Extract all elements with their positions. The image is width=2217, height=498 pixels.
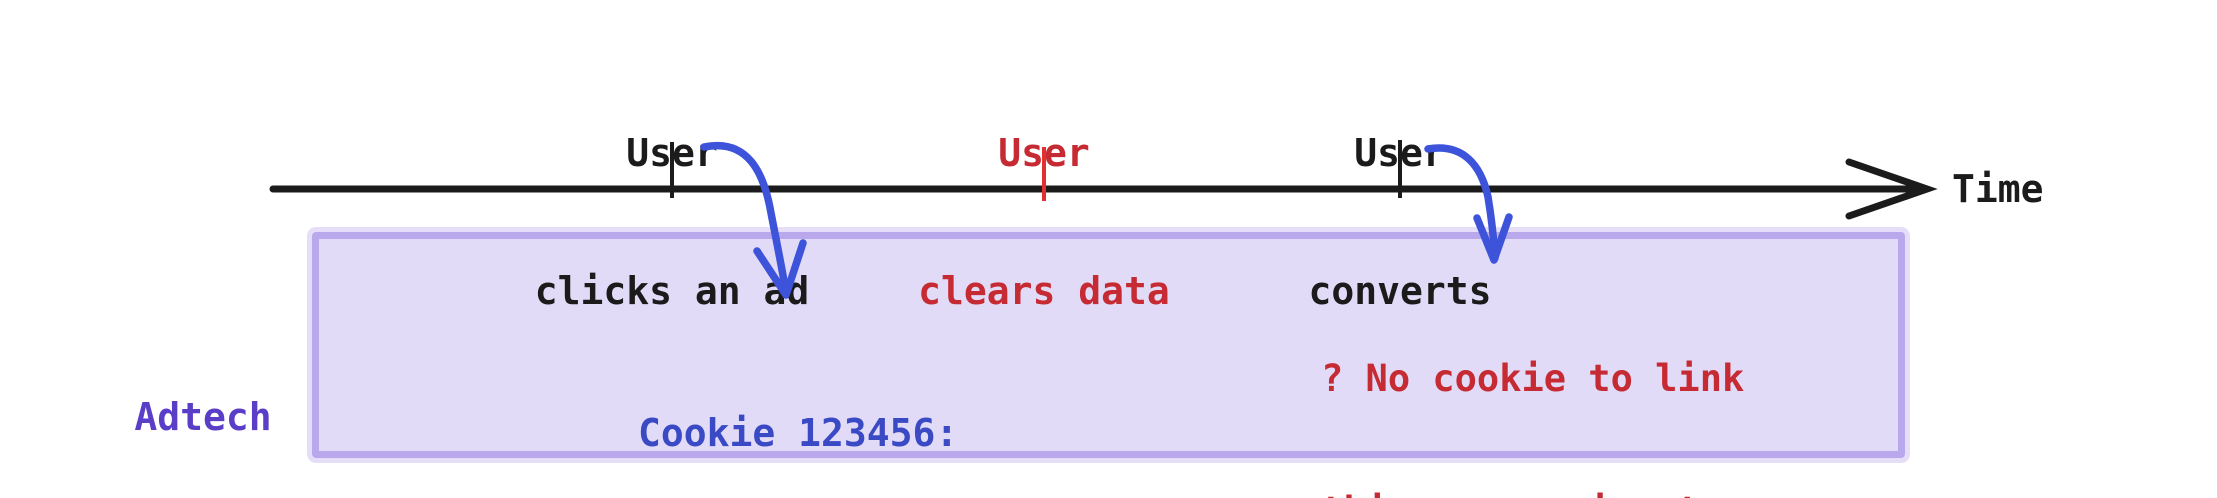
note-cookie-line1: Cookie 123456: [638,411,959,455]
note-cookie-logged: Cookie 123456: Ad clicked [638,311,958,498]
time-axis-label: Time [1952,167,2044,211]
adtech-server-box [312,232,1905,458]
note-no-conversion-line2: this conversion to [1321,489,1744,498]
timeline-arrowhead-icon [1845,158,1938,220]
arrow-click-head [753,239,807,299]
event-label-user-clears-data: User clears data [744,38,1344,406]
note-no-conversion-line1: ? No cookie to link [1321,357,1745,400]
adtech-server-label-line1: Adtech [134,395,272,439]
adtech-server-label: Adtech server [53,292,353,498]
event-label-line2: clears data [918,269,1170,313]
arrow-click-to-cookie-icon [700,141,807,299]
note-no-conversion: ? No cookie to link this conversion to ⇒… [1321,269,1744,498]
arrow-click-shaft [700,141,790,297]
arrow-convert-to-note-icon [1424,144,1513,264]
event-label-line2: converts [1308,269,1492,313]
arrow-convert-head [1473,213,1513,264]
arrow-convert-shaft [1424,144,1499,262]
